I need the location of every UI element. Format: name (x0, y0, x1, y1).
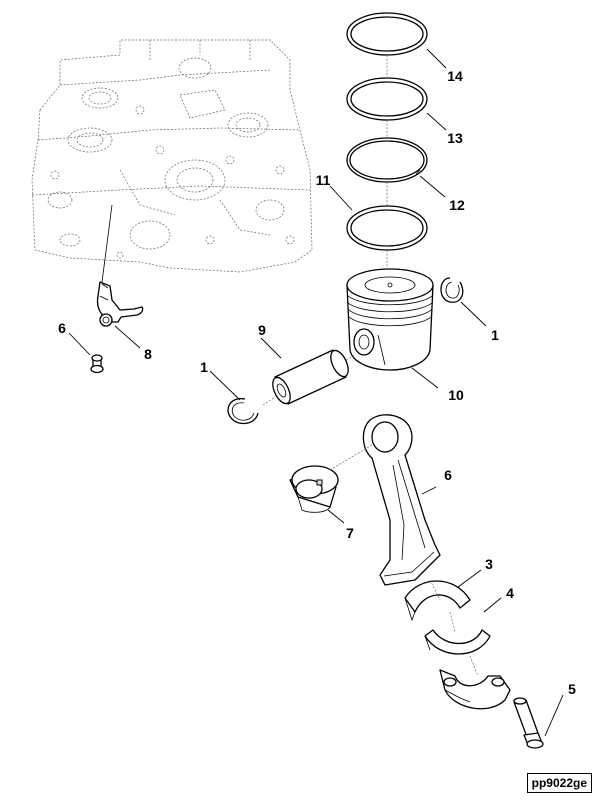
snap-ring-left (227, 397, 259, 425)
piston-ring-top (346, 12, 428, 56)
small-end-bushing (289, 465, 339, 513)
callout-7: 7 (346, 525, 354, 541)
connecting-rod (362, 414, 441, 586)
piston-cooling-nozzle (96, 204, 144, 327)
engine-block (31, 39, 313, 273)
nozzle-bolt (90, 354, 104, 374)
snap-ring-right (440, 277, 464, 303)
callout-6-bolt: 6 (58, 320, 66, 336)
callout-10: 10 (448, 387, 464, 403)
leader-lines (68, 48, 564, 737)
piston-ring-expander (346, 205, 428, 251)
callout-5: 5 (568, 681, 576, 697)
callout-11: 11 (316, 172, 331, 188)
piston (346, 268, 434, 371)
callout-9: 9 (258, 322, 266, 338)
rod-bearing-lower (424, 629, 491, 655)
connecting-rod-bolt (513, 697, 544, 749)
piston-pin (272, 349, 349, 405)
callout-13: 13 (447, 130, 463, 146)
callout-4: 4 (506, 585, 514, 601)
callout-1-right: 1 (491, 327, 499, 343)
piston-ring-oil (346, 137, 428, 183)
rod-bearing-upper (404, 580, 471, 622)
callout-6-rod: 6 (444, 467, 452, 483)
figure-code-label: pp9022ge (526, 773, 592, 793)
callout-14: 14 (447, 68, 463, 84)
callout-12: 12 (449, 197, 465, 213)
callout-1-left: 1 (200, 359, 208, 375)
callout-8: 8 (144, 346, 152, 362)
callout-3: 3 (485, 556, 493, 572)
connecting-rod-cap (439, 669, 511, 710)
piston-ring-second (346, 77, 428, 121)
